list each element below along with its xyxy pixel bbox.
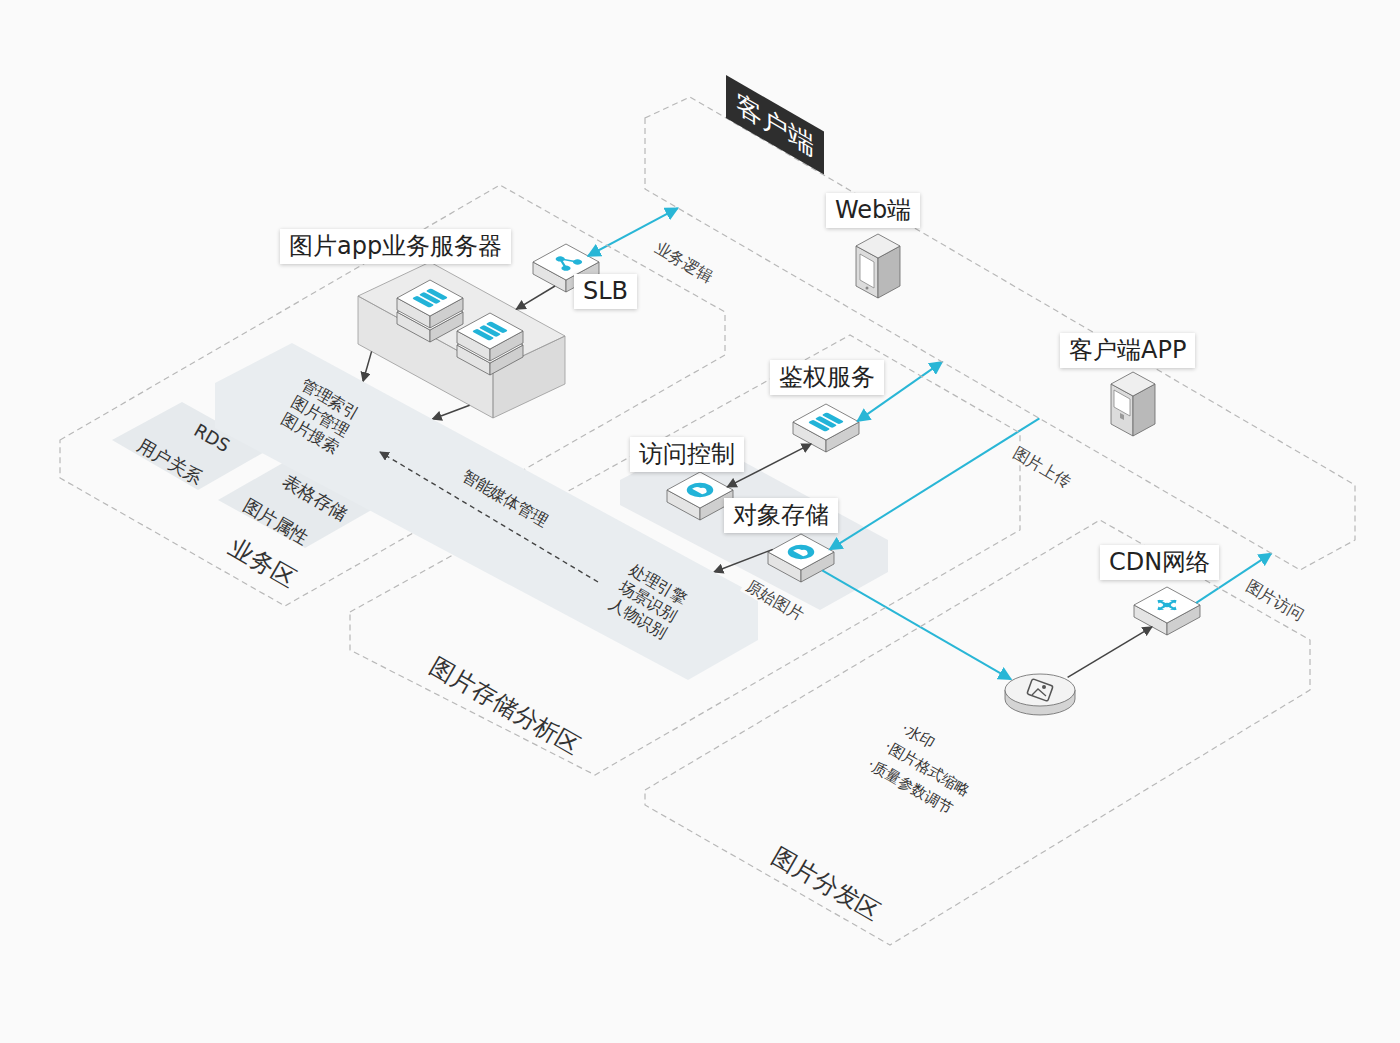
web-client: Web端 bbox=[826, 193, 920, 298]
connector bbox=[822, 570, 1011, 679]
node-label: 鉴权服务 bbox=[770, 360, 884, 395]
connector bbox=[363, 351, 372, 381]
node-label: SLB bbox=[574, 274, 637, 309]
media-band: 管理索引 图片管理 图片搜索智能媒体管理处理引擎 场景识别 人物识别 bbox=[215, 343, 758, 680]
image-processor: ·水印·图片格式缩略·质量参数调节 bbox=[1004, 670, 1076, 718]
node-label: 访问控制 bbox=[630, 437, 744, 472]
app-client: 客户端APP bbox=[1060, 333, 1195, 436]
client-zone-text: 客户端 bbox=[726, 75, 824, 175]
node-label: CDN网络 bbox=[1100, 545, 1219, 580]
connector bbox=[432, 405, 469, 419]
edge-label: 业务逻辑 bbox=[649, 236, 719, 288]
storage-zone: 图片存储分析区管理索引 图片管理 图片搜索智能媒体管理处理引擎 场景识别 人物识… bbox=[350, 335, 1020, 775]
storage-zone-text: 图片存储分析区 bbox=[425, 652, 585, 761]
auth-service: 鉴权服务 bbox=[770, 360, 884, 452]
edge-label: 图片访问 bbox=[1240, 574, 1310, 626]
cdn-node: CDN网络 bbox=[1100, 545, 1219, 635]
dashed-flow bbox=[380, 452, 598, 582]
object-storage: 对象存储 bbox=[724, 498, 838, 582]
image-processor-outline bbox=[1004, 670, 1076, 718]
storage-zone-outline bbox=[350, 335, 1020, 775]
node-label: 图片app业务服务器 bbox=[280, 229, 511, 264]
node-label: Web端 bbox=[826, 193, 920, 228]
connector bbox=[714, 549, 773, 572]
connector bbox=[830, 418, 1040, 549]
distribution-zone-text: 图片分发区 bbox=[767, 842, 885, 927]
connector bbox=[516, 286, 555, 309]
connector bbox=[1068, 627, 1152, 678]
edge-label: 图片上传 bbox=[1007, 441, 1077, 493]
node-label: 客户端APP bbox=[1060, 333, 1195, 368]
node-label: 对象存储 bbox=[724, 498, 838, 533]
slb-node: SLB bbox=[533, 244, 637, 309]
